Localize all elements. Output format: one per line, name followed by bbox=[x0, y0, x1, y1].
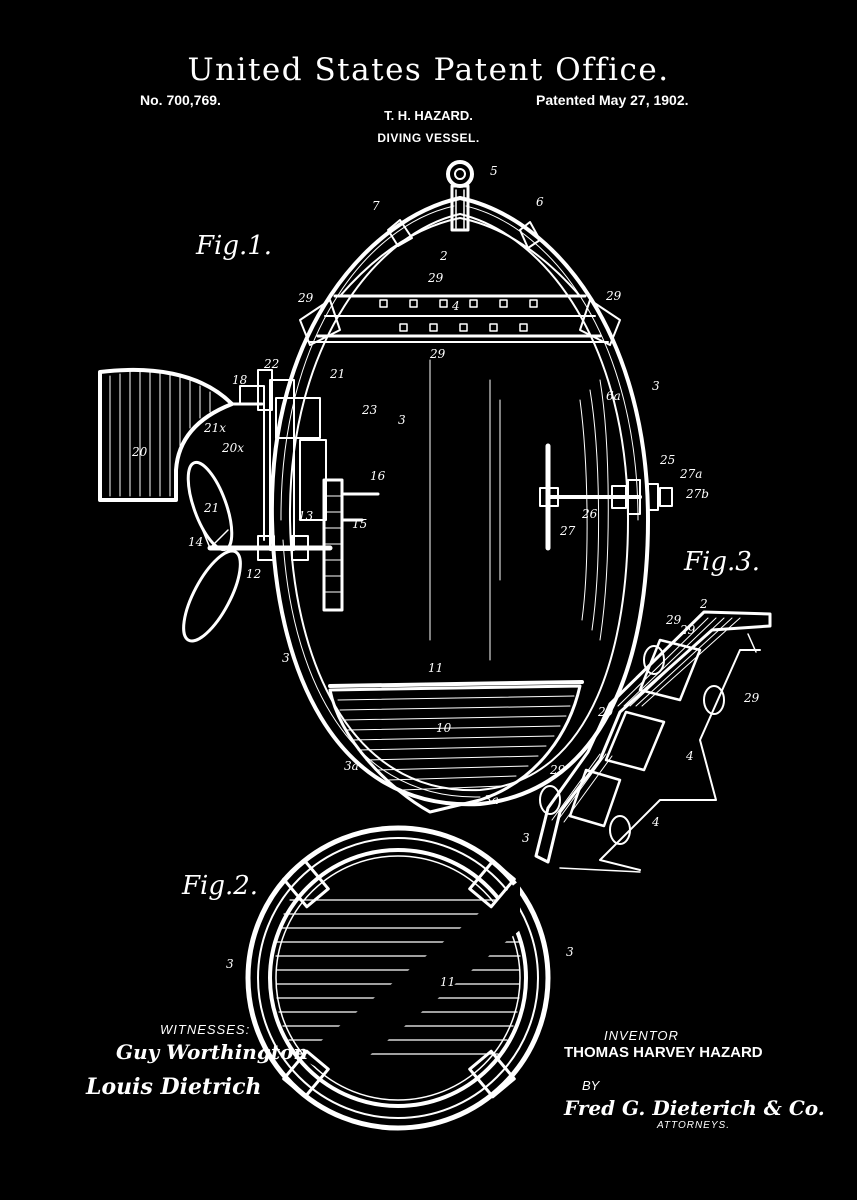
inventor-name: THOMAS HARVEY HAZARD bbox=[564, 1044, 763, 1061]
svg-text:27b: 27b bbox=[685, 487, 709, 501]
patent-date: Patented May 27, 1902. bbox=[536, 92, 689, 108]
svg-text:21x: 21x bbox=[203, 421, 226, 435]
svg-text:14: 14 bbox=[188, 535, 203, 549]
patent-subject: DIVING VESSEL. bbox=[377, 131, 480, 145]
svg-text:20: 20 bbox=[131, 445, 148, 459]
svg-text:3: 3 bbox=[522, 831, 530, 845]
svg-text:12: 12 bbox=[246, 567, 261, 581]
svg-text:26: 26 bbox=[581, 507, 598, 521]
svg-text:23: 23 bbox=[361, 403, 378, 417]
svg-text:3: 3 bbox=[282, 651, 290, 665]
fig2-cross-section bbox=[245, 825, 551, 1131]
svg-text:25: 25 bbox=[659, 453, 675, 467]
svg-text:3: 3 bbox=[398, 413, 406, 427]
svg-text:27: 27 bbox=[559, 524, 576, 538]
attorneys-label: ATTORNEYS. bbox=[657, 1120, 730, 1131]
svg-text:7: 7 bbox=[372, 199, 380, 213]
svg-text:29: 29 bbox=[297, 291, 314, 305]
svg-text:4: 4 bbox=[651, 815, 660, 829]
svg-text:3: 3 bbox=[226, 957, 234, 971]
svg-text:18: 18 bbox=[232, 373, 248, 387]
svg-text:16: 16 bbox=[370, 469, 386, 483]
svg-text:6: 6 bbox=[536, 195, 544, 209]
svg-text:29: 29 bbox=[549, 763, 566, 777]
svg-text:22: 22 bbox=[263, 357, 279, 371]
svg-text:11: 11 bbox=[440, 975, 455, 989]
svg-text:3: 3 bbox=[652, 379, 660, 393]
svg-text:4: 4 bbox=[451, 299, 460, 313]
fig3-detail bbox=[534, 610, 772, 873]
svg-text:29: 29 bbox=[679, 623, 696, 637]
svg-text:3a: 3a bbox=[344, 759, 359, 773]
svg-text:2: 2 bbox=[439, 249, 448, 263]
patent-office-title: United States Patent Office. bbox=[187, 52, 670, 88]
fig1-label: Fig.1. bbox=[195, 231, 272, 261]
svg-text:10: 10 bbox=[436, 721, 452, 735]
svg-text:6a: 6a bbox=[606, 389, 621, 403]
svg-text:29: 29 bbox=[429, 347, 446, 361]
svg-text:3a: 3a bbox=[484, 793, 499, 807]
witnesses-label: WITNESSES: bbox=[160, 1022, 251, 1037]
patent-number: No. 700,769. bbox=[140, 92, 221, 108]
by-label: BY bbox=[582, 1078, 600, 1093]
svg-text:29: 29 bbox=[665, 613, 682, 627]
svg-text:29: 29 bbox=[605, 289, 622, 303]
inventor-label: INVENTOR bbox=[604, 1028, 679, 1043]
svg-text:21: 21 bbox=[329, 367, 345, 381]
witness-signature-2: Louis Dietrich bbox=[86, 1074, 262, 1100]
svg-text:5: 5 bbox=[490, 164, 498, 178]
inventor-short-name: T. H. HAZARD. bbox=[384, 108, 473, 123]
svg-text:29: 29 bbox=[427, 271, 444, 285]
svg-text:4: 4 bbox=[685, 749, 694, 763]
witness-signature-1: Guy Worthington bbox=[116, 1040, 308, 1064]
fig2-label: Fig.2. bbox=[181, 871, 258, 901]
fig1-vessel bbox=[98, 160, 673, 814]
fig3-label: Fig.3. bbox=[683, 547, 760, 577]
svg-text:11: 11 bbox=[428, 661, 443, 675]
svg-text:13: 13 bbox=[298, 509, 314, 523]
svg-text:20x: 20x bbox=[221, 441, 244, 455]
attorney-signature: Fred G. Dieterich & Co. bbox=[564, 1096, 825, 1120]
svg-text:21: 21 bbox=[203, 501, 219, 515]
svg-text:29: 29 bbox=[743, 691, 760, 705]
svg-text:2: 2 bbox=[699, 597, 708, 611]
svg-text:3: 3 bbox=[566, 945, 574, 959]
svg-text:29: 29 bbox=[597, 705, 614, 719]
svg-text:15: 15 bbox=[352, 517, 367, 531]
svg-text:27a: 27a bbox=[679, 467, 702, 481]
